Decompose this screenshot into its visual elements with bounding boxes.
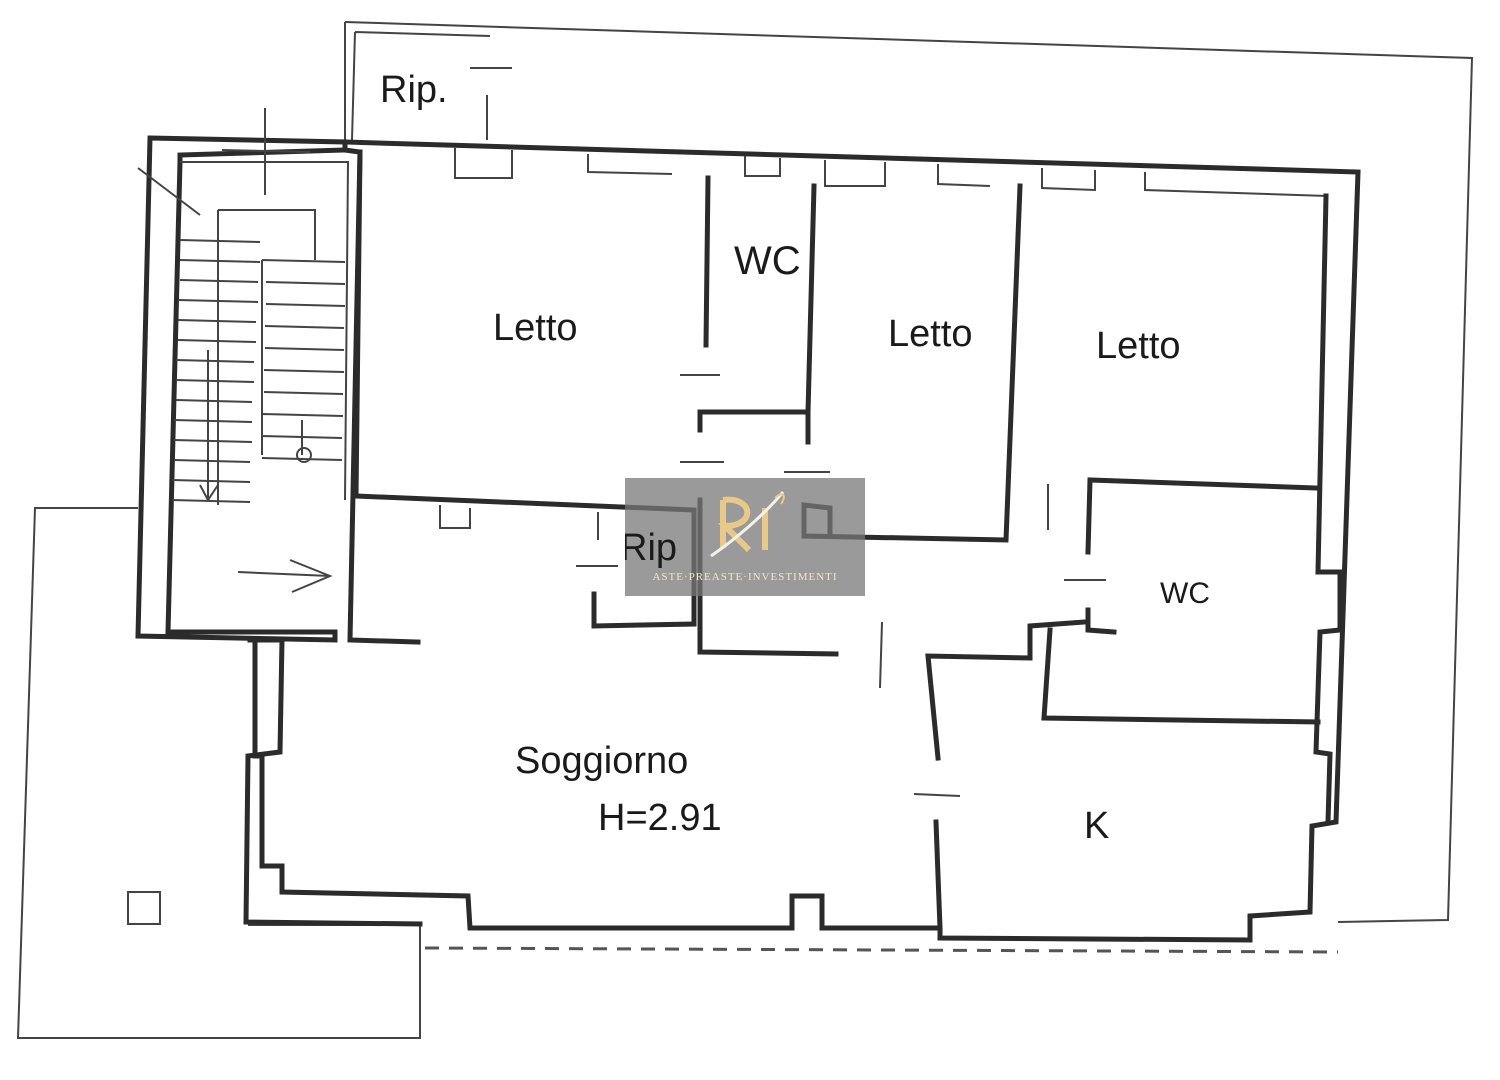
stair-block-inner	[137, 108, 350, 501]
room-label-kitchen: K	[1084, 805, 1109, 847]
door-marks	[576, 374, 1106, 797]
right-wall-inner	[1313, 193, 1343, 825]
room-label-soggiorno-height: H=2.91	[598, 797, 722, 839]
storage-wall	[351, 31, 512, 141]
apartment-outer-wall	[252, 139, 1361, 943]
entry-wall	[243, 637, 423, 927]
kitchen-wall	[933, 819, 943, 931]
room-label-letto-3: Letto	[1096, 325, 1181, 367]
room-label-rip-top: Rip.	[380, 69, 448, 111]
watermark-logo: Rip ASTE·PREASTE·INVESTIMENTI	[625, 478, 865, 596]
wc-top-right-wall	[697, 183, 817, 445]
ri-logo-icon: Rip	[625, 491, 785, 569]
watermark-text: ASTE·PREASTE·INVESTIMENTI	[652, 571, 838, 583]
room-label-letto-2: Letto	[888, 313, 973, 355]
bed1-wall-bottom	[353, 493, 697, 629]
top-windows	[454, 148, 1329, 197]
wc-right-wall	[925, 477, 1321, 761]
column-square	[127, 891, 161, 925]
stair-block	[135, 135, 348, 643]
room-label-letto-1: Letto	[493, 307, 578, 349]
terrace-left	[16, 507, 421, 1039]
bottom-dashed-terrace	[424, 946, 1339, 954]
terrace-outline	[344, 21, 1474, 923]
room-label-rip-center: Rip	[625, 527, 677, 569]
room-label-wc-top: WC	[734, 239, 801, 283]
bed1-partial	[353, 149, 363, 499]
stairs	[171, 209, 346, 593]
bed1-notch	[439, 505, 599, 540]
room-label-soggiorno: Soggiorno	[515, 740, 688, 782]
wc-top-left-wall	[703, 175, 711, 348]
room-label-wc-right: WC	[1160, 577, 1210, 610]
